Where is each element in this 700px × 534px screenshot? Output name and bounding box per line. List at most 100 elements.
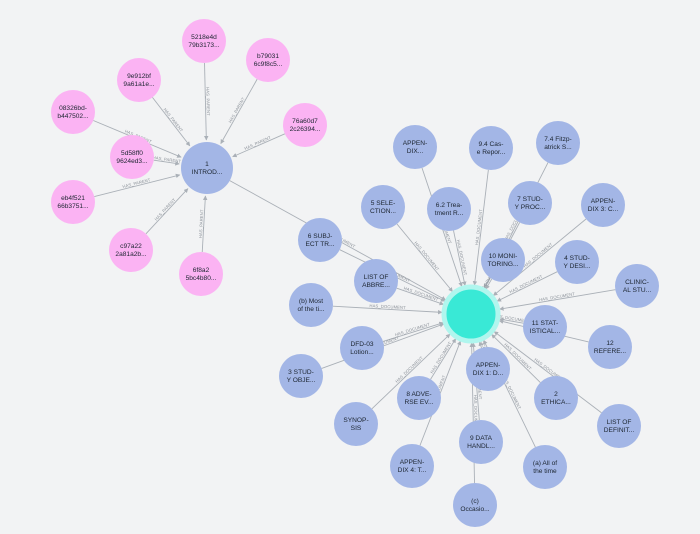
- section-node-circle[interactable]: [523, 445, 567, 489]
- section-node-s4[interactable]: 5 SELE-CTION...: [361, 185, 405, 229]
- edge-s11-doc[interactable]: [396, 287, 445, 306]
- edge-s19-doc[interactable]: [430, 338, 457, 380]
- section-node-s9[interactable]: 10 MONI-TORING...: [481, 238, 525, 282]
- section-node-circle[interactable]: [555, 240, 599, 284]
- edge-s18-doc[interactable]: [478, 341, 483, 349]
- section-node-s10[interactable]: 4 STUD-Y DESI...: [555, 240, 599, 284]
- chunk-node-c6[interactable]: 5d58ff09624ed3...: [110, 135, 154, 179]
- chunk-node-c7[interactable]: eb4f52166b3751...: [51, 180, 95, 224]
- chunk-node-circle[interactable]: [110, 135, 154, 179]
- section-node-circle[interactable]: [481, 238, 525, 282]
- chunk-node-c2[interactable]: b790316c9f8c5...: [246, 38, 290, 82]
- chunk-node-circle[interactable]: [179, 252, 223, 296]
- chunk-node-c8[interactable]: c97a222a81a2b...: [109, 228, 153, 272]
- section-node-s8[interactable]: 6 SUBJ-ECT TR...: [298, 218, 342, 262]
- section-node-circle[interactable]: [334, 402, 378, 446]
- edge-c2-s_intro[interactable]: [220, 78, 258, 145]
- section-node-s12[interactable]: CLINIC-AL STU...: [615, 264, 659, 308]
- edge-c9-s_intro[interactable]: [201, 195, 208, 253]
- chunk-node-label: 9e912bf: [127, 73, 151, 80]
- section-node-s5[interactable]: 6.2 Trea-tment R...: [427, 187, 471, 231]
- chunk-node-c5[interactable]: 08326bd-b447502...: [51, 90, 95, 134]
- section-node-circle[interactable]: [466, 347, 510, 391]
- chunk-node-c1[interactable]: 5218e4d79b3173...: [182, 19, 226, 63]
- document-node-doc[interactable]: [441, 284, 501, 344]
- edge-c3-s_intro[interactable]: [152, 97, 191, 147]
- section-node-s14[interactable]: 11 STAT-ISTICAL...: [523, 305, 567, 349]
- edge-c4-s_intro[interactable]: [232, 133, 286, 158]
- section-node-s17[interactable]: 3 STUD-Y OBJE...: [279, 354, 323, 398]
- section-node-s11[interactable]: LIST OFABBRE...: [354, 259, 398, 303]
- section-node-circle[interactable]: [427, 187, 471, 231]
- edge-s22-doc[interactable]: [493, 331, 602, 414]
- section-node-circle[interactable]: [393, 125, 437, 169]
- section-node-circle[interactable]: [588, 325, 632, 369]
- section-node-circle[interactable]: [354, 259, 398, 303]
- section-node-s2[interactable]: 9.4 Cas-e Repor...: [469, 126, 513, 170]
- chunk-node-circle[interactable]: [246, 38, 290, 82]
- chunk-node-circle[interactable]: [182, 19, 226, 63]
- section-node-s3[interactable]: 7.4 Fitzp-atrick S...: [536, 121, 580, 165]
- section-node-circle[interactable]: [523, 305, 567, 349]
- section-node-s22[interactable]: LIST OFDEFINIT...: [597, 404, 641, 448]
- section-node-s21[interactable]: SYNOP-SIS: [334, 402, 378, 446]
- section-node-circle[interactable]: [279, 354, 323, 398]
- edge-s21-doc[interactable]: [371, 333, 451, 410]
- section-node-circle[interactable]: [581, 183, 625, 227]
- section-node-s19[interactable]: 8 ADVE-RSE EV...: [397, 376, 441, 420]
- section-node-circle[interactable]: [361, 185, 405, 229]
- edge-s5-doc[interactable]: [453, 230, 467, 287]
- section-node-s18[interactable]: APPEN-DIX 1: D...: [466, 347, 510, 391]
- section-node-s23[interactable]: 9 DATAHANDL...: [459, 420, 503, 464]
- section-node-s1[interactable]: APPEN-DIX...: [393, 125, 437, 169]
- section-node-circle[interactable]: [340, 326, 384, 370]
- edge-s9-doc[interactable]: [485, 278, 493, 290]
- section-node-s6[interactable]: 7 STUD-Y PROC...: [508, 181, 552, 225]
- edge-s4-doc[interactable]: [396, 223, 453, 292]
- section-node-circle[interactable]: [508, 181, 552, 225]
- section-node-circle[interactable]: [181, 142, 233, 194]
- section-node-circle[interactable]: [597, 404, 641, 448]
- section-node-circle[interactable]: [469, 126, 513, 170]
- section-node-s15[interactable]: DFD-03Lotion...: [340, 326, 384, 370]
- section-node-s16[interactable]: 12REFERE...: [588, 325, 632, 369]
- chunk-node-circle[interactable]: [109, 228, 153, 272]
- edge-c6-s_intro[interactable]: [153, 159, 180, 166]
- edge-c7-s_intro[interactable]: [94, 173, 181, 198]
- edge-s10-doc[interactable]: [496, 271, 558, 302]
- chunk-node-c3[interactable]: 9e912bf9a61a1e...: [117, 58, 161, 102]
- document-node-circle[interactable]: [441, 284, 501, 344]
- section-node-circle[interactable]: [390, 444, 434, 488]
- chunk-node-c9[interactable]: 6f8a25bc4b80...: [179, 252, 223, 296]
- edge-s7-doc[interactable]: [493, 218, 587, 296]
- edge-s15-doc[interactable]: [382, 321, 444, 342]
- section-node-circle[interactable]: [536, 121, 580, 165]
- chunk-node-c4[interactable]: 76a60d72c26394...: [283, 103, 327, 147]
- chunk-node-circle[interactable]: [51, 180, 95, 224]
- section-node-s26[interactable]: (c)Occasio...: [453, 483, 497, 527]
- chunk-node-circle[interactable]: [283, 103, 327, 147]
- section-node-circle[interactable]: [298, 218, 342, 262]
- section-node-s20[interactable]: 2ETHICA...: [534, 376, 578, 420]
- section-node-s7[interactable]: APPEN-DIX 3: C...: [581, 183, 625, 227]
- edge-s20-doc[interactable]: [491, 334, 541, 383]
- section-node-circle[interactable]: [397, 376, 441, 420]
- section-node-s_intro[interactable]: 1INTROD...: [181, 142, 233, 194]
- section-node-circle[interactable]: [459, 420, 503, 464]
- section-node-circle[interactable]: [289, 283, 333, 327]
- chunk-node-circle[interactable]: [117, 58, 161, 102]
- edge-c8-s_intro[interactable]: [145, 188, 189, 235]
- section-node-label: LIST OF: [607, 419, 632, 426]
- edge-s13-doc[interactable]: [332, 305, 443, 315]
- edge-s2-doc[interactable]: [472, 169, 489, 286]
- section-node-circle[interactable]: [534, 376, 578, 420]
- section-node-s24[interactable]: APPEN-DIX 4: T...: [390, 444, 434, 488]
- chunk-node-circle[interactable]: [51, 90, 95, 134]
- edge-s12-doc[interactable]: [499, 289, 616, 311]
- section-node-circle[interactable]: [615, 264, 659, 308]
- edge-c1-s_intro[interactable]: [203, 62, 209, 141]
- section-node-circle[interactable]: [453, 483, 497, 527]
